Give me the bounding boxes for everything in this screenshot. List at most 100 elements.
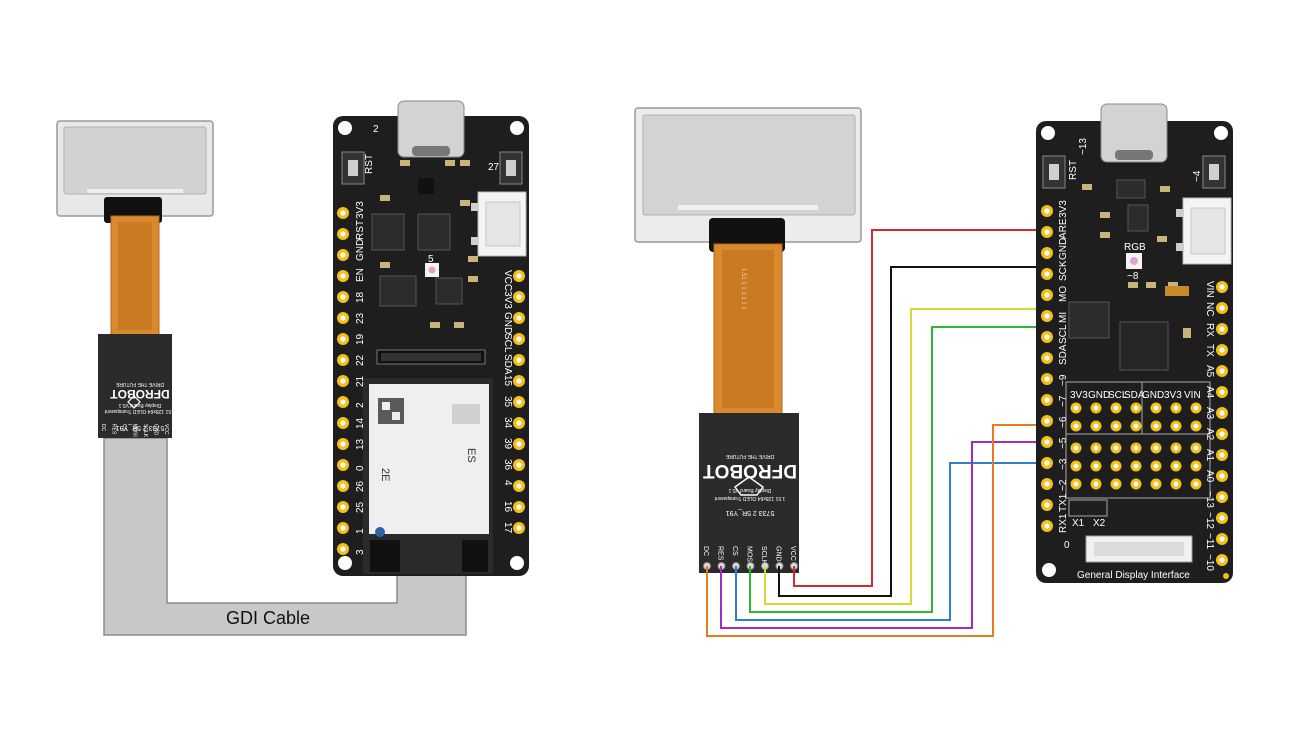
- esp32-right-pad-hole: [516, 462, 522, 468]
- controller-left-pad-hole: [1044, 439, 1050, 445]
- controller-right-pad-hole: [1219, 368, 1225, 374]
- controller-right-pin-label: ~12: [1204, 512, 1215, 529]
- esp32-left-pin-label: 2: [355, 402, 366, 408]
- controller-x1-label: X1: [1072, 518, 1085, 529]
- controller-right-pad-hole: [1219, 452, 1225, 458]
- oled-left-pin-label: DC: [100, 424, 106, 432]
- esp32-module-code: 2E: [379, 468, 391, 481]
- controller-left-pin-label: MO: [1058, 286, 1069, 302]
- breakout-hole-center: [1113, 445, 1119, 451]
- controller-left-pad-hole: [1044, 481, 1050, 487]
- oled-left-desc-1: 1.51 128x64 OLED Transparent: [104, 408, 175, 414]
- esp32-right-pin-label: 15: [502, 375, 513, 387]
- esp32-right-pin-label: 35: [502, 396, 513, 408]
- esp32-left-pad-hole: [340, 336, 346, 342]
- esp32-right-pin-label: GND: [502, 312, 513, 334]
- breakout-hole-center: [1113, 423, 1119, 429]
- controller-header-area: [1065, 381, 1211, 499]
- oled-driver-board-right: DFROBOT DRIVE THE FUTURE 1.51 128x64 OLE…: [699, 413, 799, 573]
- controller-right-pin-label: RX: [1204, 323, 1215, 337]
- controller-right-pin-label: TX: [1204, 344, 1215, 357]
- wire-gnd: [778, 266, 1047, 597]
- controller-header-label: SCL: [1108, 390, 1128, 401]
- breakout-hole-center: [1133, 405, 1139, 411]
- esp32-left-pad-hole: [340, 504, 346, 510]
- controller-rst-label: RST: [1068, 160, 1079, 180]
- oled-right-pin-label: SCLK: [760, 546, 767, 565]
- esp32-left-pad-hole: [340, 462, 346, 468]
- wire-cs: [735, 462, 1047, 621]
- oled-right-pin-label: MOSI: [746, 546, 753, 564]
- wire-sclk: [764, 308, 1047, 605]
- oled-left-pin-label: VCC: [163, 424, 169, 435]
- oled-right-tagline: DRIVE THE FUTURE: [725, 453, 774, 459]
- controller-mcu-chip: [1119, 321, 1169, 371]
- esp32-left-pin-label: 18: [355, 291, 366, 303]
- breakout-hole-center: [1193, 445, 1199, 451]
- controller-right-pin-label: A5: [1204, 365, 1215, 378]
- esp32-left-pad-hole: [340, 378, 346, 384]
- controller-rgb-pin: ~8: [1127, 271, 1139, 282]
- esp32-right-pad-hole: [516, 357, 522, 363]
- esp32-rst-label: RST: [364, 154, 375, 174]
- controller-right-pin-label: ~10: [1204, 554, 1215, 571]
- left-diagram: GDI Cable DFROBOT DRIVE THE FUTURE 1.51 …: [56, 100, 529, 636]
- breakout-hole-center: [1093, 405, 1099, 411]
- esp32-left-pin-label: 23: [355, 312, 366, 324]
- breakout-hole-center: [1153, 445, 1159, 451]
- controller-right-pad-hole: [1219, 557, 1225, 563]
- oled-right-pin-label: GND: [775, 546, 782, 562]
- breakout-hole-center: [1113, 481, 1119, 487]
- oled-right-desc-2: Display Board V0.1: [728, 487, 771, 493]
- esp32-right-pin-label: 34: [502, 417, 513, 429]
- wire-vcc: [793, 229, 1047, 587]
- controller-header-label: 3V3: [1070, 390, 1088, 401]
- esp32-left-pad-hole: [340, 420, 346, 426]
- controller-right-pad-hole: [1219, 347, 1225, 353]
- esp32-left-pin-label: 22: [355, 354, 366, 366]
- controller-left-pin-label: RX1: [1058, 513, 1069, 533]
- esp32-left-pad-hole: [340, 294, 346, 300]
- gdi-cable-label: GDI Cable: [226, 608, 310, 628]
- esp32-left-pad-hole: [340, 252, 346, 258]
- usb-c-port-esp32: [397, 100, 465, 158]
- breakout-hole-center: [1193, 463, 1199, 469]
- controller-right-pin-label: A0: [1204, 470, 1215, 483]
- breakout-hole-center: [1193, 405, 1199, 411]
- controller-header-label: GND: [1142, 390, 1164, 401]
- oled-right-pin-label: DC: [702, 546, 709, 556]
- breakout-hole-center: [1153, 405, 1159, 411]
- esp32-left-pad-hole: [340, 210, 346, 216]
- esp32-top-label-2: 2: [373, 124, 379, 135]
- controller-left-pin-label: TX1: [1058, 493, 1069, 512]
- oled-right-pin-label: CS: [731, 546, 738, 556]
- breakout-hole-center: [1173, 445, 1179, 451]
- esp32-left-pin-label: 3V3: [355, 201, 366, 219]
- controller-breakout-holes: [1070, 402, 1202, 490]
- breakout-hole-center: [1133, 463, 1139, 469]
- right-diagram: 1.51 1 1 1 1 1 1 DFROBOT DRIVE THE FUTUR…: [634, 103, 1233, 637]
- esp32-right-pad-hole: [516, 504, 522, 510]
- wire-dc: [706, 424, 1047, 637]
- breakout-hole-center: [1153, 463, 1159, 469]
- oled-left-pin-label: SCLK: [142, 424, 148, 438]
- wire-res: [720, 441, 1047, 629]
- esp32-right-pin-label: 3V3: [502, 291, 513, 309]
- breakout-hole-center: [1093, 463, 1099, 469]
- esp32-left-pad-hole: [340, 357, 346, 363]
- esp32-left-pad-hole: [340, 231, 346, 237]
- breakout-hole-center: [1073, 463, 1079, 469]
- controller-right-pin-label: A1: [1204, 449, 1215, 462]
- controller-right-pin-label: A4: [1204, 386, 1215, 399]
- breakout-hole-center: [1133, 423, 1139, 429]
- breakout-hole-center: [1073, 445, 1079, 451]
- esp32-right-pin-label: 4: [502, 480, 513, 486]
- controller-header-label: 3V3: [1164, 390, 1182, 401]
- controller-left-pad-hole: [1044, 523, 1050, 529]
- esp32-right-pad-hole: [516, 441, 522, 447]
- breakout-hole-center: [1093, 423, 1099, 429]
- controller-power-switch[interactable]: [1165, 286, 1189, 296]
